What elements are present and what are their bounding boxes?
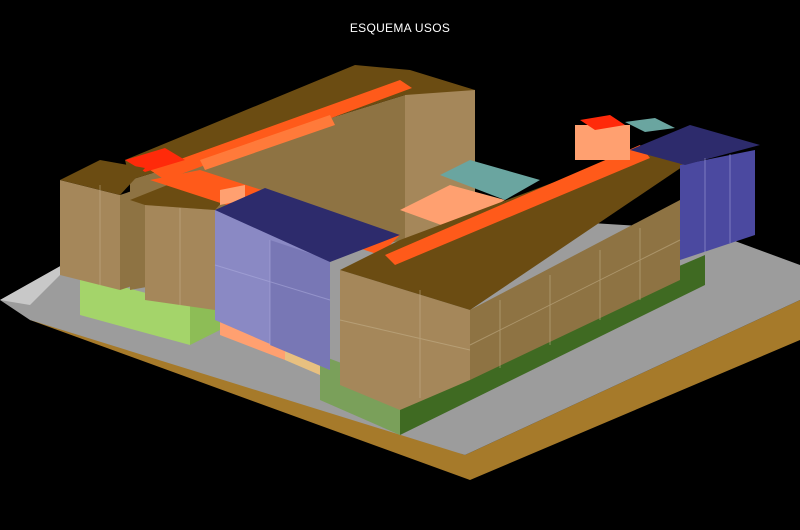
right-wing-side (470, 200, 680, 380)
office-block (215, 188, 400, 370)
office-lines (214, 154, 731, 345)
right-tower (630, 125, 760, 260)
service-red-left (125, 148, 185, 172)
right-tower-front (680, 150, 755, 260)
right-tower-roof (630, 125, 760, 165)
left-tower-side (120, 190, 135, 290)
green-commercial-left (80, 275, 190, 345)
right-wing-front (340, 270, 470, 410)
office-front-2 (270, 240, 330, 370)
facade-lines (99, 185, 681, 398)
green-commercial-left-end (190, 300, 220, 345)
right-wing-roof (340, 150, 685, 310)
left-tower-front (60, 180, 120, 290)
office-roof (215, 188, 400, 262)
courtyard-teal (440, 160, 540, 200)
right-wing (340, 145, 685, 410)
service-teal-block (625, 118, 675, 132)
terrain-edge (30, 300, 800, 480)
top-right-services (575, 115, 675, 160)
courtyard-floor (400, 185, 505, 230)
left-tower-roof (60, 160, 145, 195)
right-corridor (385, 145, 650, 265)
diagram-title: ESQUEMA USOS (349, 21, 451, 35)
service-red-block (580, 115, 625, 130)
service-peach-block (575, 125, 630, 160)
back-corridor-light (200, 115, 335, 170)
